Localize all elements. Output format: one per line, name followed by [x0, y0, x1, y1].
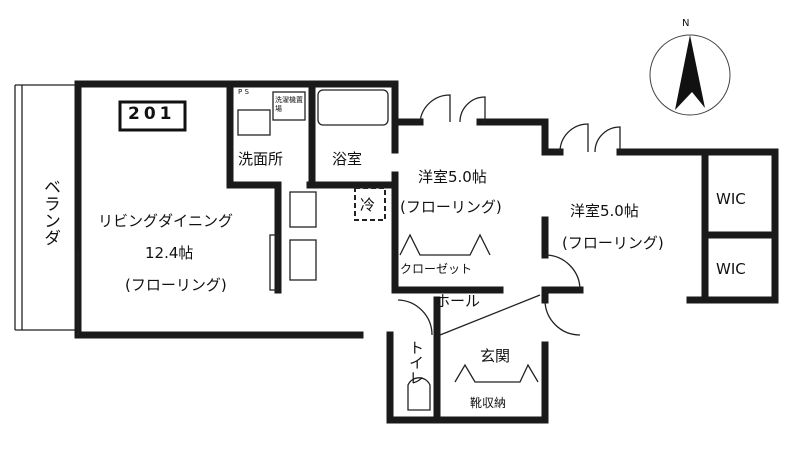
living-floor: (フローリング): [125, 276, 227, 294]
laundry-label: 洗濯機置場: [275, 96, 303, 113]
compass-icon: [649, 34, 731, 116]
room2-name: 洋室5.0帖: [570, 202, 639, 220]
bathroom-label: 浴室: [332, 150, 363, 168]
room1-name: 洋室5.0帖: [418, 168, 487, 186]
living-name: リビングダイニング: [98, 212, 234, 230]
ps-label: P S: [238, 88, 249, 96]
wic1-label: WIC: [716, 190, 746, 208]
unit-number: 201: [128, 104, 176, 124]
compass-label: N: [682, 18, 690, 29]
hall-label: ホール: [435, 292, 481, 310]
room2-floor: (フローリング): [562, 234, 664, 252]
toilet-label: トイレ: [407, 340, 425, 385]
wic2-label: WIC: [716, 260, 746, 278]
shoe-storage-label: 靴収納: [470, 396, 507, 410]
closet-label: クローゼット: [400, 262, 473, 276]
balcony-label: ベランダ: [40, 178, 60, 246]
walls: [74, 80, 779, 424]
washroom-label: 洗面所: [238, 150, 284, 168]
fixtures: [77, 89, 621, 411]
unit-number-box: [118, 100, 187, 132]
entrance-label: 玄関: [480, 347, 511, 365]
living-size: 12.4帖: [145, 244, 194, 262]
balcony-outline: [14, 84, 78, 331]
fridge-label: 冷: [360, 196, 376, 214]
room1-floor: (フローリング): [400, 198, 502, 216]
